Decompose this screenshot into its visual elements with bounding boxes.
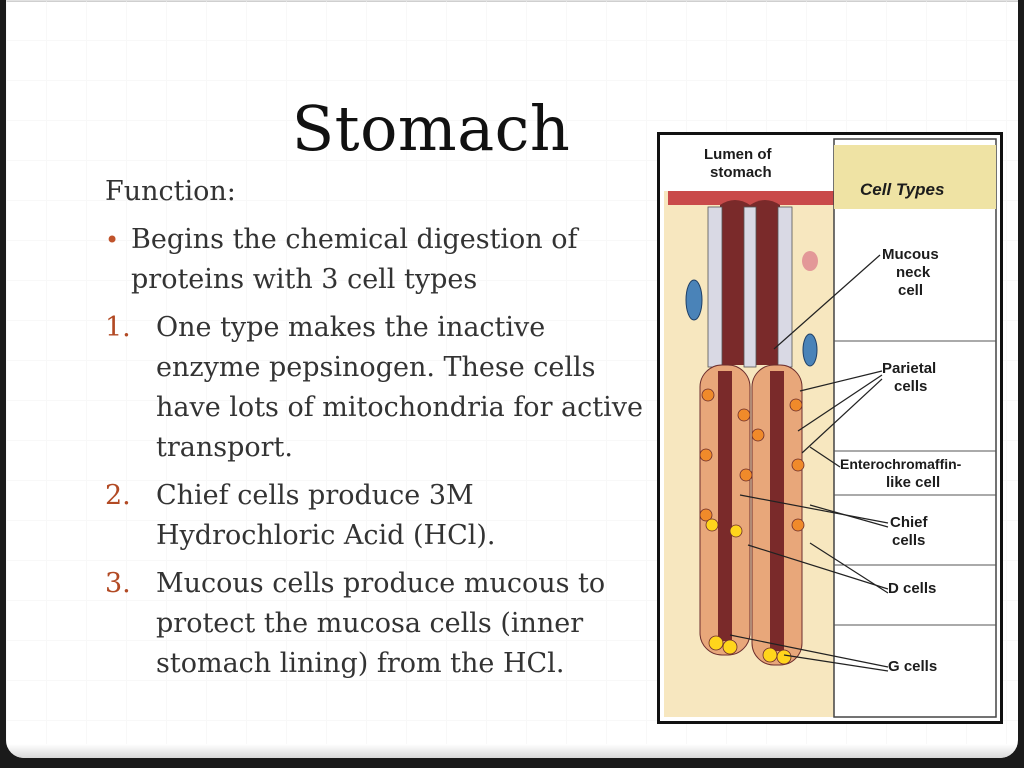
item-number: 3. xyxy=(105,568,131,599)
item-text: Mucous cells produce mucous to protect t… xyxy=(156,568,606,679)
item-number: 2. xyxy=(105,480,131,511)
lumen-area xyxy=(664,139,834,191)
bullet-text: Begins the chemical digestion of protein… xyxy=(131,224,578,295)
lumen-label-line2: stomach xyxy=(710,164,772,181)
chief-cells xyxy=(705,518,792,665)
label-chief-1: Chief xyxy=(890,514,929,531)
numbered-item-2: 2. Chief cells produce 3M Hydrochloric A… xyxy=(105,476,645,556)
slide: Stomach Function: • Begins the chemical … xyxy=(6,0,1018,758)
label-parietal-1: Parietal xyxy=(882,360,936,377)
function-label: Function: xyxy=(105,176,236,207)
numbered-item-1: 1. One type makes the inactive enzyme pe… xyxy=(105,308,645,468)
cell-types-column xyxy=(833,138,997,718)
label-chief-2: cells xyxy=(892,532,925,549)
label-parietal-2: cells xyxy=(894,378,927,395)
blood-vessels xyxy=(685,279,818,367)
capillary xyxy=(802,251,818,271)
slide-title: Stomach xyxy=(291,92,571,165)
item-text: Chief cells produce 3M Hydrochloric Acid… xyxy=(156,480,496,551)
cell-types-header-band xyxy=(834,145,996,209)
label-g-cells: G cells xyxy=(888,658,937,675)
gland-lumen xyxy=(720,200,750,365)
slide-body: Function: • Begins the chemical digestio… xyxy=(105,172,645,692)
label-entero-2: like cell xyxy=(886,474,940,491)
gastric-gland-figure: Lumen of stomach Cell Types Mucous neck … xyxy=(657,132,1003,724)
leader-lines xyxy=(729,254,889,672)
slide-bottom-edge xyxy=(6,744,1018,758)
item-text: One type makes the inactive enzyme pepsi… xyxy=(156,312,643,463)
gastric-gland-diagram: Lumen of stomach Cell Types Mucous neck … xyxy=(664,138,997,718)
gland-lumen xyxy=(750,200,780,365)
item-number: 1. xyxy=(105,312,131,343)
label-mucous-neck-1: Mucous xyxy=(882,246,939,263)
label-mucous-neck-3: cell xyxy=(898,282,923,299)
cell-types-header: Cell Types xyxy=(860,180,944,199)
numbered-item-3: 3. Mucous cells produce mucous to protec… xyxy=(105,564,645,684)
label-mucous-neck-2: neck xyxy=(896,264,931,281)
label-entero-1: Enterochromaffin- xyxy=(840,456,962,472)
bullet-item: • Begins the chemical digestion of prote… xyxy=(105,220,645,300)
gland-epithelium xyxy=(699,206,803,666)
lumen-label-line1: Lumen of xyxy=(704,146,772,163)
parietal-cells xyxy=(699,388,805,532)
lumen-surface xyxy=(668,191,834,205)
bullet-marker: • xyxy=(105,226,120,254)
label-d-cells: D cells xyxy=(888,580,936,597)
